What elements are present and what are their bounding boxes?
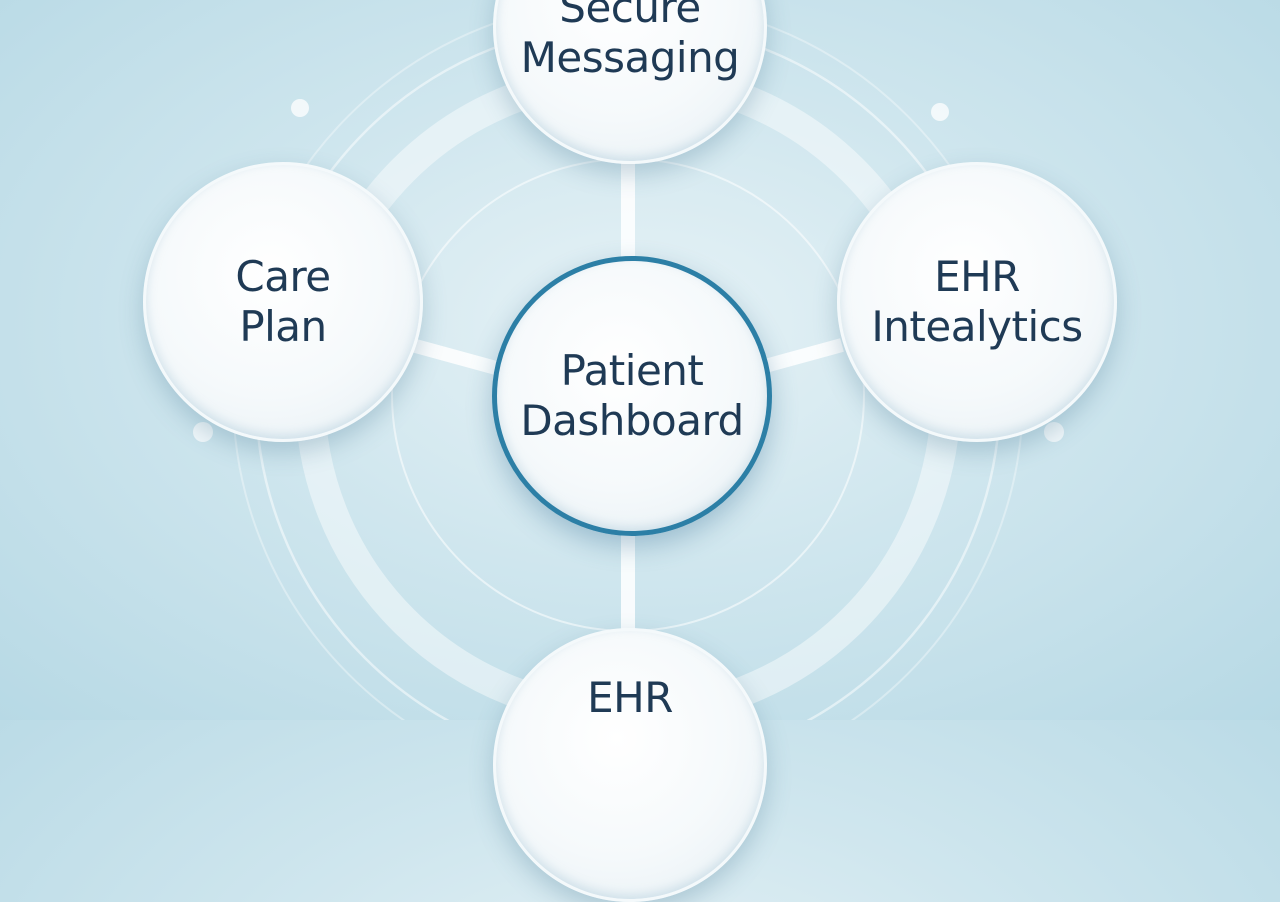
node-ehr-bottom: EHR — [493, 628, 767, 902]
ring-dot-lower-right — [1044, 422, 1064, 442]
node-ehr-intealytics: EHR Intealytics — [837, 162, 1117, 442]
node-label-line: Care — [235, 252, 331, 301]
node-label-line: EHR — [934, 252, 1020, 301]
node-label-line: Patient — [560, 346, 704, 395]
node-label-line: Messaging — [520, 33, 740, 82]
node-label-line: Dashboard — [520, 396, 744, 445]
node-care-plan: Care Plan — [143, 162, 423, 442]
ring-dot-lower-left — [193, 422, 213, 442]
ring-dot-upper-left — [291, 99, 309, 117]
node-secure-messaging: Secure Messaging — [493, 0, 767, 164]
node-label-line: EHR — [587, 673, 673, 722]
ring-dot-upper-right — [931, 103, 949, 121]
node-label-line: Secure — [559, 0, 701, 32]
node-label-line: Intealytics — [871, 302, 1083, 351]
node-label-line: Plan — [239, 302, 327, 351]
node-patient-dashboard: Patient Dashboard — [492, 256, 772, 536]
connector-left — [410, 338, 498, 375]
connector-right — [756, 338, 844, 375]
